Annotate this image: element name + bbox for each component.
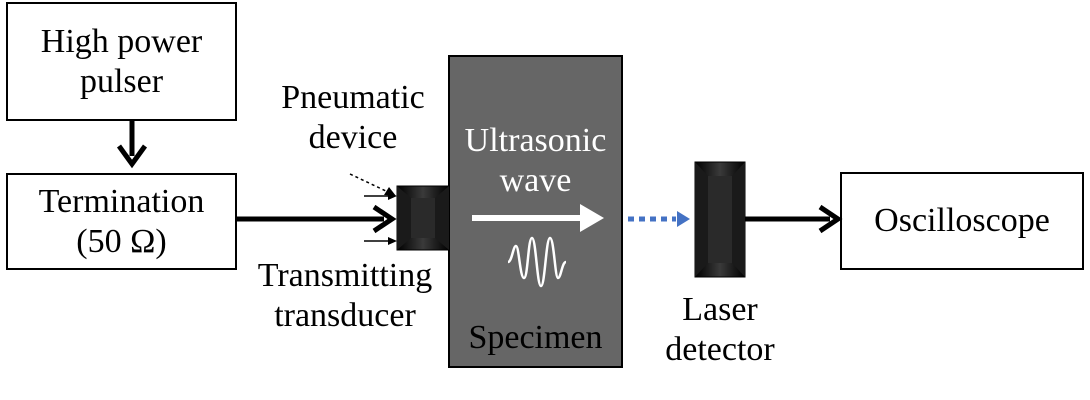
pneumatic-device-label: Pneumatic device — [258, 78, 448, 158]
transmitting-transducer-block — [396, 185, 450, 251]
transmitting-transducer-label: Transmitting transducer — [240, 256, 450, 336]
termination-label-line2: (50 Ω) — [76, 222, 167, 260]
wave-label-line1: Ultrasonic — [464, 122, 607, 159]
termination-block: Termination (50 Ω) — [6, 173, 237, 270]
oscilloscope-label: Oscilloscope — [874, 202, 1050, 239]
pneumatic-label-line1: Pneumatic — [281, 79, 425, 116]
termination-to-transducer-arrow — [237, 204, 397, 234]
pneumatic-arrow-upper — [364, 192, 397, 200]
pulser-to-termination-arrow — [116, 121, 148, 169]
pulser-label-line1: High power — [40, 22, 203, 60]
transducer-label-line1: Transmitting — [257, 257, 433, 294]
high-power-pulser-block: High power pulser — [6, 2, 237, 121]
laser-detector-block — [694, 161, 746, 278]
ultrasonic-wave-label: Ultrasonic wave — [448, 121, 623, 201]
transducer-label-line2: transducer — [274, 297, 416, 334]
pneumatic-arrow-lower — [364, 237, 397, 245]
laser-detector-label: Laser detector — [630, 290, 810, 370]
dotted-signal-arrow — [628, 211, 690, 227]
pneumatic-label-line2: device — [308, 119, 398, 156]
specimen-block — [448, 55, 623, 368]
laser-label-line1: Laser — [682, 291, 758, 328]
oscilloscope-block: Oscilloscope — [840, 172, 1084, 270]
termination-label-line1: Termination — [38, 182, 205, 220]
pulser-label-line2: pulser — [79, 62, 164, 100]
detector-to-oscilloscope-arrow — [745, 204, 843, 234]
wave-label-line2: wave — [499, 162, 572, 199]
laser-label-line2: detector — [665, 331, 775, 368]
wave-signal-icon — [507, 236, 567, 288]
pneumatic-dashed-arrow — [349, 173, 396, 196]
specimen-label: Specimen — [468, 319, 603, 356]
ultrasonic-wave-arrow — [472, 204, 604, 232]
